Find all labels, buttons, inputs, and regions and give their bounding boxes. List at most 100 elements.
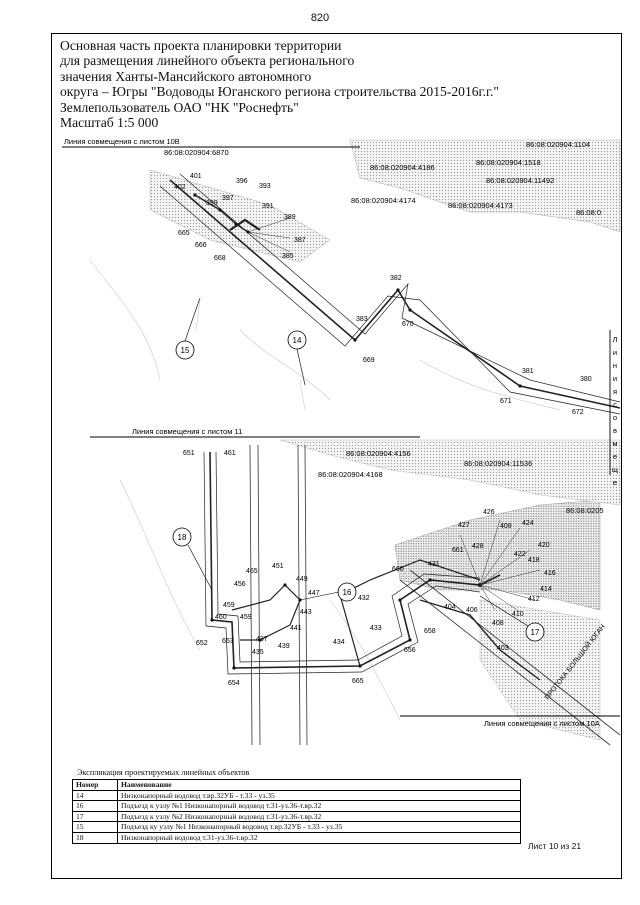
table-row: 14 Низконапорный водовод т.вр.32УБ - т.3… xyxy=(72,789,521,802)
svg-text:и: и xyxy=(613,374,617,383)
svg-text:432: 432 xyxy=(358,595,370,602)
svg-text:389: 389 xyxy=(284,214,296,221)
svg-text:451: 451 xyxy=(272,563,284,570)
cadastral-number: 86:08:020904:4168 xyxy=(318,470,383,479)
svg-text:439: 439 xyxy=(278,643,290,650)
svg-text:665: 665 xyxy=(352,678,364,685)
callout-lines xyxy=(247,217,541,613)
svg-text:427: 427 xyxy=(458,522,470,529)
svg-text:672: 672 xyxy=(572,409,584,416)
svg-text:653: 653 xyxy=(222,638,234,645)
svg-text:420: 420 xyxy=(538,542,550,549)
legend-name: Подъезд к узлу №1 Низконапорный водовод … xyxy=(117,800,521,812)
svg-text:671: 671 xyxy=(500,398,512,405)
svg-text:416: 416 xyxy=(544,570,556,577)
svg-text:424: 424 xyxy=(522,520,534,527)
title-line: значения Ханты-Мансийского автономного xyxy=(60,68,312,84)
object-marker-labels: 15 14 18 16 17 xyxy=(178,336,540,637)
svg-text:459: 459 xyxy=(223,602,235,609)
svg-text:428: 428 xyxy=(472,543,484,550)
title-line: округа – Югры "Водоводы Юганского регион… xyxy=(60,84,499,100)
svg-text:658: 658 xyxy=(424,628,436,635)
cadastral-number: 86:08:0 xyxy=(576,208,601,217)
legend-number: 15 xyxy=(72,821,118,833)
svg-text:422: 422 xyxy=(514,551,526,558)
svg-text:о: о xyxy=(613,413,617,422)
svg-text:399: 399 xyxy=(206,200,218,207)
match-line-labels: Линия совмещения с листом 10В Линия совм… xyxy=(64,137,600,728)
svg-text:391: 391 xyxy=(262,203,274,210)
cadastral-labels: 86:08:020904:6870 86:08:020904:4186 86:0… xyxy=(164,140,604,515)
svg-text:403: 403 xyxy=(497,645,509,652)
svg-text:665: 665 xyxy=(178,230,190,237)
svg-text:393: 393 xyxy=(259,183,271,190)
svg-text:381: 381 xyxy=(522,368,534,375)
table-row: 15 Подъезд ку узлу №1 Низконапорный водо… xyxy=(72,821,521,833)
object-marker-17: 17 xyxy=(531,628,540,637)
svg-text:м: м xyxy=(612,439,617,448)
sheet-number: Лист 10 из 21 xyxy=(528,841,582,851)
object-markers xyxy=(172,330,545,642)
svg-text:408: 408 xyxy=(492,620,504,627)
svg-text:447: 447 xyxy=(308,590,320,597)
table-row: 17 Подъезд к узлу №2 Низконапорный водов… xyxy=(72,810,521,823)
object-marker-pointers xyxy=(184,297,529,627)
legend-name: Низконапорный водовод т.вр.32УБ - т.33 -… xyxy=(117,789,521,802)
sheet-frame xyxy=(51,33,622,879)
svg-text:е: е xyxy=(613,478,617,487)
legend-name: Подъезд к узлу №2 Низконапорный водовод … xyxy=(117,810,521,823)
svg-text:660: 660 xyxy=(392,566,404,573)
svg-text:Л: Л xyxy=(613,335,618,344)
svg-text:656: 656 xyxy=(404,647,416,654)
cadastral-number: 86:08:020904:4174 xyxy=(351,196,416,205)
svg-text:426: 426 xyxy=(483,509,495,516)
land-parcels xyxy=(149,139,621,741)
point-labels-top: 401 402 399 397 396 393 391 389 387 385 … xyxy=(174,173,592,416)
svg-text:437: 437 xyxy=(256,636,268,643)
title-line: Землепользователь ОАО "НК "Роснефть" xyxy=(60,99,299,115)
svg-text:и: и xyxy=(613,348,617,357)
legend-number: 14 xyxy=(72,789,118,802)
legend-name: Подъезд ку узлу №1 Низконапорный водовод… xyxy=(117,821,521,833)
svg-text:661: 661 xyxy=(452,547,464,554)
cadastral-number: 86:08:020904:11492 xyxy=(486,176,554,185)
cadastral-number: 86:08:020904:4186 xyxy=(370,163,435,172)
page-number: 820 xyxy=(310,12,330,24)
svg-text:409: 409 xyxy=(500,523,512,530)
legend-header-row: Номер Наименование xyxy=(72,779,521,791)
legend-name: Низконапорный водовод т.31-уз.36-т.вр.32 xyxy=(117,831,521,844)
cadastral-number: 86:08:0205 xyxy=(566,506,604,515)
cadastral-number: 86:08:020904:1104 xyxy=(526,140,590,149)
plan-map[interactable]: 15 14 18 16 17 Линия совмещения с листом… xyxy=(52,133,621,749)
survey-nodes xyxy=(193,193,522,670)
cadastral-number: 86:08:020904:6870 xyxy=(164,148,229,157)
legend-number: 18 xyxy=(72,831,118,844)
svg-text:668: 668 xyxy=(214,255,226,262)
svg-text:щ: щ xyxy=(612,465,618,474)
legend-number: 16 xyxy=(72,800,118,812)
svg-text:460: 460 xyxy=(215,614,227,621)
match-line-top-label: Линия совмещения с листом 10В xyxy=(64,137,180,146)
svg-text:670: 670 xyxy=(402,321,414,328)
legend-number: 17 xyxy=(72,810,118,823)
svg-text:е: е xyxy=(613,452,617,461)
svg-text:459: 459 xyxy=(240,614,252,621)
title-line: Масштаб 1:5 000 xyxy=(60,115,159,131)
svg-text:434: 434 xyxy=(333,639,345,646)
svg-text:382: 382 xyxy=(390,275,402,282)
terrain-contours xyxy=(89,259,561,721)
match-lines xyxy=(62,146,620,717)
svg-text:433: 433 xyxy=(370,625,382,632)
svg-text:385: 385 xyxy=(282,253,294,260)
svg-text:в: в xyxy=(613,426,617,435)
svg-text:431: 431 xyxy=(428,561,440,568)
roads xyxy=(249,444,621,746)
match-line-right-label: Л и н и я с о в м е щ е xyxy=(612,335,618,487)
svg-text:652: 652 xyxy=(196,640,208,647)
match-line-bottom-label: Линия совмещения с листом 10А xyxy=(484,719,600,728)
cadastral-number: 86:08:020904:1518 xyxy=(476,158,541,167)
object-marker-18: 18 xyxy=(178,533,187,542)
svg-text:387: 387 xyxy=(294,237,306,244)
svg-text:461: 461 xyxy=(224,450,236,457)
svg-text:435: 435 xyxy=(252,649,264,656)
